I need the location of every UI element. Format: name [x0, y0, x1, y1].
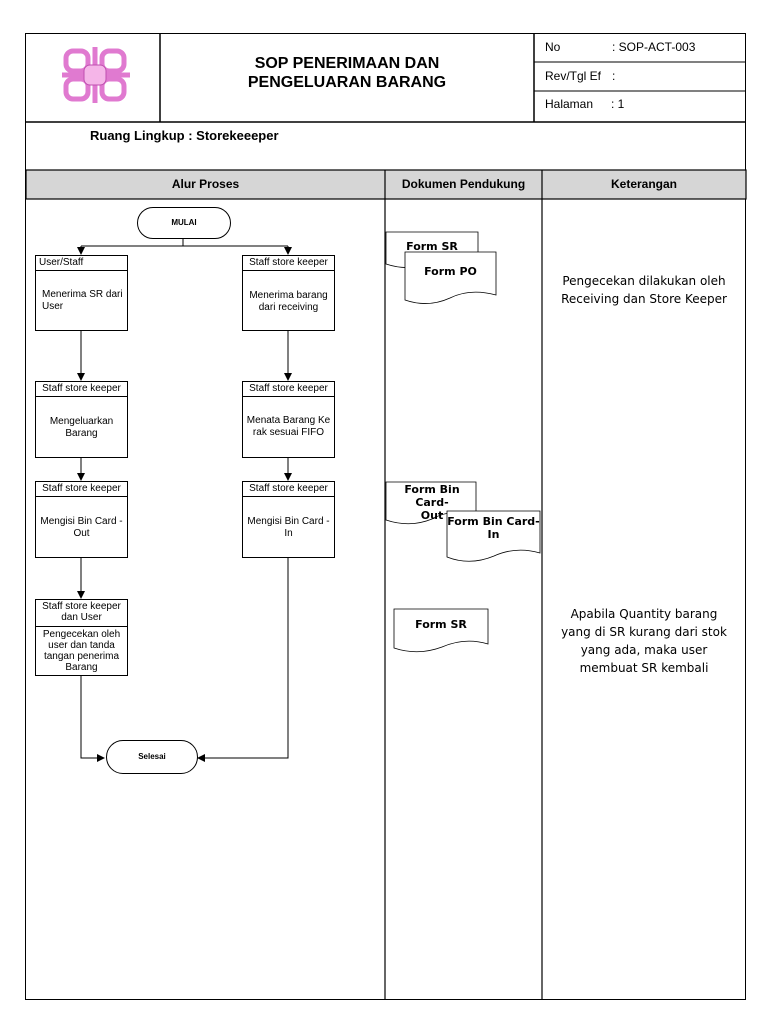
note-1: Pengecekan dilakukan oleh Receiving dan … — [542, 272, 746, 308]
process-box-left-2: Staff store keeper Mengeluarkan Barang — [35, 381, 128, 458]
note-1-line-1: Pengecekan dilakukan oleh — [562, 274, 726, 288]
end-terminal: Selesai — [106, 740, 198, 774]
meta-halaman: Halaman — [545, 97, 593, 111]
doc-bin-card-in-line-2: In — [487, 528, 500, 541]
doc-bin-card-in-line-1: Form Bin Card- — [447, 515, 540, 528]
page-title: SOP PENERIMAAN DAN PENGELUARAN BARANG — [160, 54, 534, 92]
process-task: Menerima barang dari receiving — [249, 290, 328, 313]
process-box-right-2: Staff store keeper Menata Barang Ke rak … — [242, 381, 335, 458]
process-role: Staff store keeper — [243, 256, 334, 271]
note-1-line-2: Receiving dan Store Keeper — [561, 292, 727, 306]
doc-bin-card-out-line-1: Form Bin Card- — [404, 483, 460, 509]
title-line-1: SOP PENERIMAAN DAN — [254, 55, 440, 72]
process-role: Staff store keeper — [36, 482, 127, 497]
doc-bin-card-out-line-2: Out — [420, 509, 444, 522]
process-task: Mengeluarkan Barang — [49, 416, 114, 439]
process-task: Menerima SR dari User — [42, 289, 123, 312]
note-2-line-3: yang ada, maka user — [580, 643, 708, 657]
note-2-line-4: membuat SR kembali — [579, 661, 709, 675]
process-task: Mengisi Bin Card - In — [247, 516, 330, 539]
doc-form-sr-1: Form SR — [406, 240, 458, 253]
meta-no: No — [545, 40, 560, 54]
process-role: Staff store keeper dan User — [36, 600, 127, 627]
process-role: User/Staff — [36, 256, 127, 271]
scope-text: Ruang Lingkup : Storekeeeper — [90, 128, 279, 143]
doc-bin-card-out: Form Bin Card- Out — [386, 483, 478, 522]
column-header-dokumen: Dokumen Pendukung — [401, 177, 526, 191]
note-2-line-1: Apabila Quantity barang — [570, 607, 718, 621]
meta-rev-value: : — [612, 69, 616, 83]
process-box-left-1: User/Staff Menerima SR dari User — [35, 255, 128, 331]
meta-halaman-value: : 1 — [611, 97, 625, 111]
note-2: Apabila Quantity barang yang di SR kuran… — [542, 605, 746, 677]
meta-rev-label: Rev/Tgl Ef — [545, 69, 602, 83]
meta-rev: Rev/Tgl Ef — [545, 69, 601, 83]
doc-bin-card-in: Form Bin Card- In — [447, 515, 540, 541]
start-terminal: MULAI — [137, 207, 231, 239]
title-line-2: PENGELUARAN BARANG — [247, 74, 447, 91]
process-box-right-3: Staff store keeper Mengisi Bin Card - In — [242, 481, 335, 558]
process-box-left-3: Staff store keeper Mengisi Bin Card - Ou… — [35, 481, 128, 558]
pink-knot-logo-icon — [62, 47, 130, 103]
meta-no-value: : SOP-ACT-003 — [612, 40, 696, 54]
column-header-alur-proses: Alur Proses — [171, 177, 240, 191]
process-role: Staff store keeper — [243, 382, 334, 397]
end-label: Selesai — [138, 752, 166, 761]
process-box-right-1: Staff store keeper Menerima barang dari … — [242, 255, 335, 331]
process-role: Staff store keeper — [36, 382, 127, 397]
process-task: Menata Barang Ke rak sesuai FIFO — [246, 415, 331, 438]
start-label: MULAI — [171, 218, 197, 227]
process-role: Staff store keeper — [243, 482, 334, 497]
meta-halaman-label: Halaman — [545, 97, 594, 111]
doc-form-po: Form PO — [424, 265, 477, 278]
column-header-keterangan: Keterangan — [610, 177, 678, 191]
process-box-left-4: Staff store keeper dan User Pengecekan o… — [35, 599, 128, 676]
process-task: Pengecekan oleh user dan tanda tangan pe… — [42, 629, 121, 673]
meta-no-label: No — [545, 40, 561, 54]
process-task: Mengisi Bin Card - Out — [40, 516, 123, 539]
note-2-line-2: yang di SR kurang dari stok — [561, 625, 727, 639]
doc-form-sr-2: Form SR — [415, 618, 467, 631]
